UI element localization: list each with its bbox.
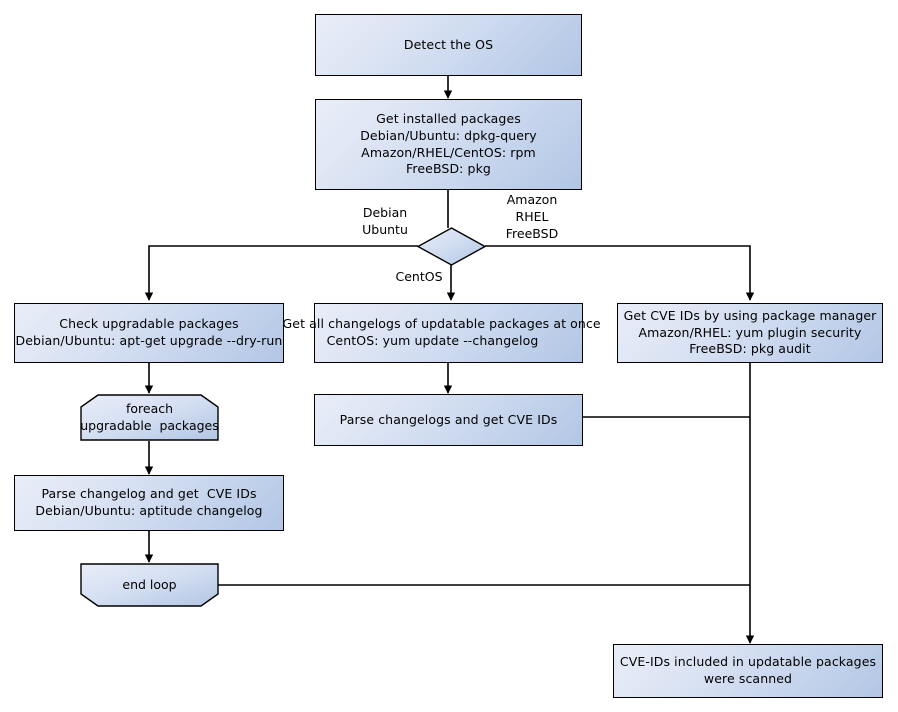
node-get-cve-ids-package-manager[interactable]: Get CVE IDs by using package manager Ama… [617, 303, 883, 363]
edge-decision-to-check-upgradable [144, 245, 418, 301]
node-get-installed-packages-line4: FreeBSD: pkg [406, 161, 491, 177]
node-get-all-changelogs[interactable]: Get all changelogs of updatable packages… [283, 303, 601, 363]
node-get-cve-ids-line1: Get CVE IDs by using package manager [623, 308, 877, 324]
node-get-all-changelogs-line1: Get all changelogs of updatable packages… [282, 316, 601, 332]
node-foreach-line2: upgradable packages [80, 417, 219, 433]
node-parse-changelog-single[interactable]: Parse changelog and get CVE IDs Debian/U… [14, 475, 284, 531]
node-get-cve-ids-line2: Amazon/RHEL: yum plugin security [638, 324, 862, 340]
node-get-installed-packages[interactable]: Get installed packages Debian/Ubuntu: dp… [315, 99, 582, 190]
node-parse-changelogs-multi[interactable]: Parse changelogs and get CVE IDs [314, 394, 583, 446]
node-foreach-loop-start[interactable]: foreach upgradable packages [80, 394, 219, 441]
edge-label-debian-ubuntu: Debian Ubuntu [362, 205, 408, 237]
node-check-upgradable-line2: Debian/Ubuntu: apt-get upgrade --dry-run [15, 333, 283, 348]
node-parse-changelog-line1: Parse changelog and get CVE IDs [41, 486, 257, 502]
node-check-upgradable-packages[interactable]: Check upgradable packages Debian/Ubuntu:… [14, 303, 284, 363]
node-get-installed-packages-line3: Amazon/RHEL/CentOS: rpm [361, 144, 536, 160]
node-foreach-line1: foreach [125, 400, 174, 416]
edge-label-centos: CentOS [395, 269, 443, 284]
edge-label-amazon-rhel-freebsd: Amazon RHEL FreeBSD [505, 192, 559, 241]
node-check-upgradable-line1: Check upgradable packages [59, 316, 239, 332]
node-detect-os[interactable]: Detect the OS [315, 14, 582, 76]
edge-decision-to-pkgmgr [485, 245, 755, 301]
node-result-scanned[interactable]: CVE-IDs included in updatable packages w… [613, 644, 883, 698]
node-parse-changelog-line2: Debian/Ubuntu: aptitude changelog [35, 503, 263, 518]
node-result-line1: CVE-IDs included in updatable packages [619, 654, 877, 670]
node-parse-changelogs-multi-label: Parse changelogs and get CVE IDs [339, 411, 558, 427]
node-get-installed-packages-line2: Debian/Ubuntu: dpkg-query [360, 127, 537, 143]
node-end-loop[interactable]: end loop [80, 563, 219, 607]
node-get-installed-packages-line1: Get installed packages [376, 111, 521, 127]
node-end-loop-label: end loop [122, 576, 177, 592]
decision-diamond-shape [416, 227, 487, 266]
node-result-line2: were scanned [703, 671, 793, 686]
node-detect-os-label: Detect the OS [403, 36, 494, 52]
node-get-cve-ids-line3: FreeBSD: pkg audit [689, 341, 811, 357]
node-get-all-changelogs-line2: CentOS: yum update --changelog [326, 333, 539, 348]
